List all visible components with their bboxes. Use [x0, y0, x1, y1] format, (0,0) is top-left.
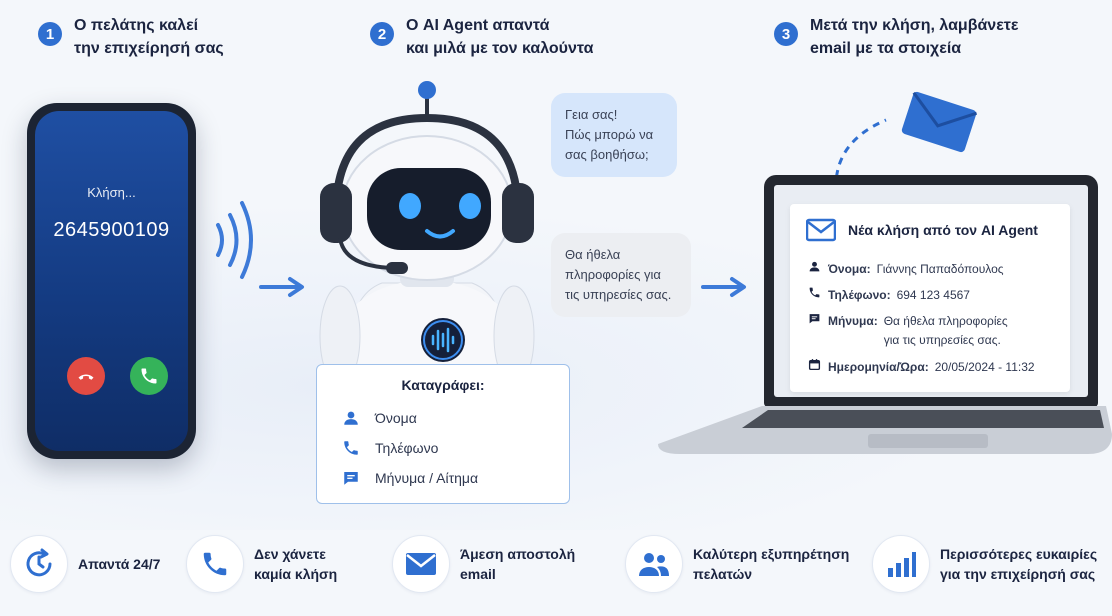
- email-message-line: για τις υπηρεσίες σας.: [883, 333, 1001, 347]
- caller-speech-bubble: Θα ήθελα πληροφορίες για τις υπηρεσίες σ…: [551, 233, 691, 317]
- arrow-right-icon: [259, 277, 304, 297]
- phone-screen: Κλήση... 2645900109: [35, 111, 188, 451]
- bubble-line: πληροφορίες για: [565, 267, 661, 282]
- bubble-line: Θα ήθελα: [565, 247, 621, 262]
- captured-field-phone: Τηλέφωνο: [317, 433, 569, 463]
- email-row-name: Όνομα: Γιάννης Παπαδόπουλος: [806, 260, 1004, 279]
- calendar-icon: [806, 358, 822, 377]
- email-field-value: Θα ήθελα πληροφορίες για τις υπηρεσίες σ…: [884, 312, 1008, 350]
- captured-field-name: Όνομα: [317, 403, 569, 433]
- smartphone: Κλήση... 2645900109: [27, 103, 196, 459]
- email-field-value: Γιάννης Παπαδόπουλος: [876, 262, 1004, 276]
- bubble-line: Πώς μπορώ να: [565, 127, 654, 142]
- feature-24-7: Απαντά 24/7: [10, 534, 160, 594]
- step-number: 3: [774, 22, 798, 46]
- dashed-path: [834, 118, 887, 191]
- users-icon: [625, 535, 683, 593]
- call-status: Κλήση...: [87, 185, 136, 200]
- feature-more-opportunities: Περισσότερες ευκαιρίες για την επιχείρησ…: [872, 534, 1097, 594]
- feature-label-line: Άμεση αποστολή: [460, 546, 576, 562]
- captured-field-label: Όνομα: [375, 410, 417, 426]
- email-field-label: Τηλέφωνο:: [828, 288, 891, 302]
- email-field-label: Ημερομηνία/Ώρα:: [828, 360, 929, 374]
- step-title-line: Ο πελάτης καλεί: [74, 17, 199, 34]
- caller-number: 2645900109: [53, 219, 170, 241]
- step-title-line: Μετά την κλήση, λαμβάνετε: [810, 17, 1019, 34]
- envelope-icon: [392, 535, 450, 593]
- feature-label: Καλύτερη εξυπηρέτηση πελατών: [693, 544, 849, 584]
- email-field-value: 20/05/2024 - 11:32: [934, 360, 1035, 374]
- email-row-message: Μήνυμα: Θα ήθελα πληροφορίες για τις υπη…: [806, 312, 1008, 350]
- person-icon: [806, 260, 822, 279]
- email-field-label: Όνομα:: [828, 262, 871, 276]
- bubble-line: Γεια σας!: [565, 107, 618, 122]
- feature-label: Δεν χάνετε καμία κλήση: [254, 544, 337, 584]
- step-title: Ο AI Agent απαντά και μιλά με τον καλούν…: [406, 14, 593, 60]
- phone-icon: [806, 286, 822, 305]
- bar-chart-icon: [872, 535, 930, 593]
- feature-label: Απαντά 24/7: [78, 554, 160, 574]
- captured-field-message: Μήνυμα / Αίτημα: [317, 463, 569, 493]
- feature-instant-email: Άμεση αποστολή email: [392, 534, 575, 594]
- message-icon: [341, 469, 361, 487]
- feature-label-line: πελατών: [693, 566, 753, 582]
- email-header: Νέα κλήση από τον AI Agent: [790, 204, 1070, 242]
- feature-label-line: Δεν χάνετε: [254, 546, 326, 562]
- bubble-line: τις υπηρεσίες σας.: [565, 287, 672, 302]
- envelope-icon: [806, 218, 836, 242]
- email-notification: Νέα κλήση από τον AI Agent Όνομα: Γιάννη…: [790, 204, 1070, 392]
- step-title: Μετά την κλήση, λαμβάνετε email με τα στ…: [810, 14, 1019, 60]
- email-row-phone: Τηλέφωνο: 694 123 4567: [806, 286, 970, 305]
- feature-better-service: Καλύτερη εξυπηρέτηση πελατών: [625, 534, 849, 594]
- captured-field-label: Τηλέφωνο: [375, 440, 439, 456]
- email-message-line: Θα ήθελα πληροφορίες: [883, 314, 1008, 328]
- phone-icon: [141, 368, 157, 384]
- feature-label: Άμεση αποστολή email: [460, 544, 575, 584]
- decline-call-button[interactable]: [67, 357, 105, 395]
- captured-fields-title: Καταγράφει:: [401, 377, 485, 393]
- feature-label-line: Απαντά 24/7: [78, 556, 161, 572]
- step-title-line: Ο AI Agent απαντά: [406, 17, 550, 34]
- step-number: 2: [370, 22, 394, 46]
- envelope-icon: [901, 91, 978, 153]
- feature-label-line: Καλύτερη εξυπηρέτηση: [693, 546, 850, 562]
- step-title-line: email με τα στοιχεία: [810, 40, 962, 57]
- feature-no-missed-calls: Δεν χάνετε καμία κλήση: [186, 534, 337, 594]
- laptop-keyboard-base: [658, 406, 1112, 454]
- step-1: 1 Ο πελάτης καλεί την επιχείρησή σας: [38, 14, 224, 60]
- step-title-line: την επιχείρησή σας: [74, 40, 224, 57]
- captured-fields-panel: Καταγράφει: Όνομα Τηλέφωνο Μήνυμα / Αίτη…: [316, 364, 570, 504]
- bubble-line: σας βοηθήσω;: [565, 147, 649, 162]
- captured-field-label: Μήνυμα / Αίτημα: [375, 470, 479, 486]
- clock-24-icon: [10, 535, 68, 593]
- feature-label-line: Περισσότερες ευκαιρίες: [940, 546, 1098, 562]
- step-3: 3 Μετά την κλήση, λαμβάνετε email με τα …: [774, 14, 1019, 60]
- feature-label-line: email: [460, 566, 496, 582]
- email-field-value: 694 123 4567: [896, 288, 970, 302]
- ai-agent-robot: [319, 81, 535, 378]
- step-2: 2 Ο AI Agent απαντά και μιλά με τον καλο…: [370, 14, 593, 60]
- message-icon: [806, 312, 822, 350]
- phone-icon: [341, 439, 361, 457]
- email-field-label: Μήνυμα:: [828, 314, 878, 328]
- feature-label-line: καμία κλήση: [254, 566, 338, 582]
- email-row-datetime: Ημερομηνία/Ώρα: 20/05/2024 - 11:32: [806, 358, 1035, 377]
- email-title: Νέα κλήση από τον AI Agent: [848, 222, 1038, 238]
- arrow-right-icon: [701, 277, 746, 297]
- sound-waves-icon: [216, 201, 253, 279]
- phone-icon: [186, 535, 244, 593]
- person-icon: [341, 409, 361, 427]
- step-title-line: και μιλά με τον καλούντα: [406, 40, 594, 57]
- step-number: 1: [38, 22, 62, 46]
- hang-up-icon: [78, 374, 94, 380]
- step-title: Ο πελάτης καλεί την επιχείρησή σας: [74, 14, 224, 60]
- feature-label: Περισσότερες ευκαιρίες για την επιχείρησ…: [940, 544, 1097, 584]
- accept-call-button[interactable]: [130, 357, 168, 395]
- feature-label-line: για την επιχείρησή σας: [940, 566, 1096, 582]
- agent-speech-bubble: Γεια σας! Πώς μπορώ να σας βοηθήσω;: [551, 93, 677, 177]
